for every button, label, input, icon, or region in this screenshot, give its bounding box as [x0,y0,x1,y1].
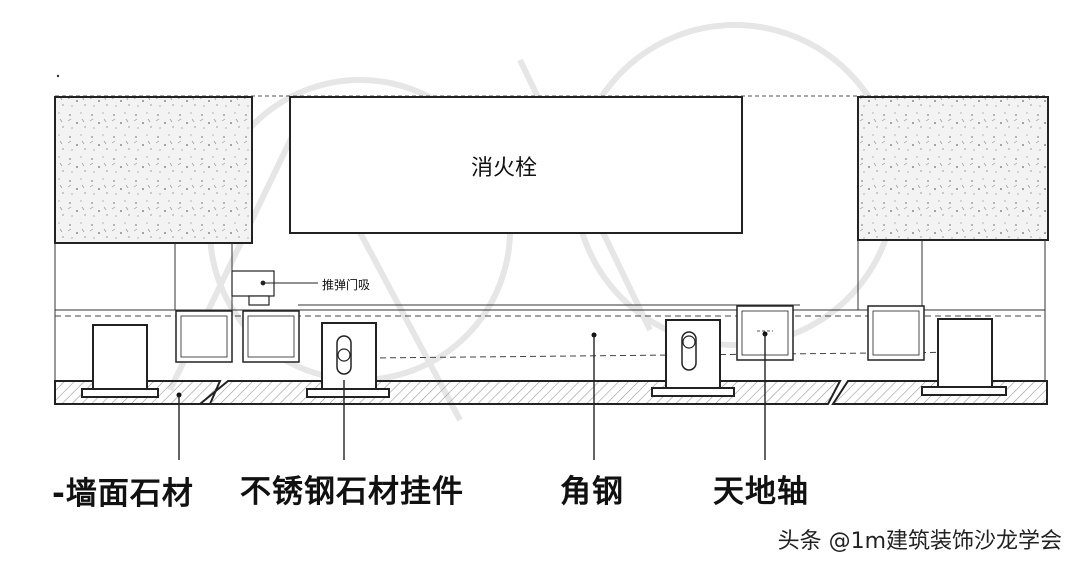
leader-lines [178,334,766,460]
pivot-label: 天地轴 [713,474,809,510]
door-stop [231,270,318,306]
angle-steel-label: 角钢 [560,474,624,510]
wall-stone-panels [54,380,1048,405]
right-concrete-wall [857,96,1049,241]
left-concrete-wall [54,96,253,244]
stainless-hanger-label: 不锈钢石材挂件 [240,474,464,510]
fire-hydrant-box [289,96,743,234]
watermark-text: 头条 @1m建筑装饰沙龙学会 [777,529,1062,554]
hydrant-label: 消火栓 [471,156,538,181]
wall-stone-label: -墙面石材 [52,476,194,512]
stone-hangers [81,318,1007,398]
door-stop-label: 推弹门吸 [322,278,371,292]
